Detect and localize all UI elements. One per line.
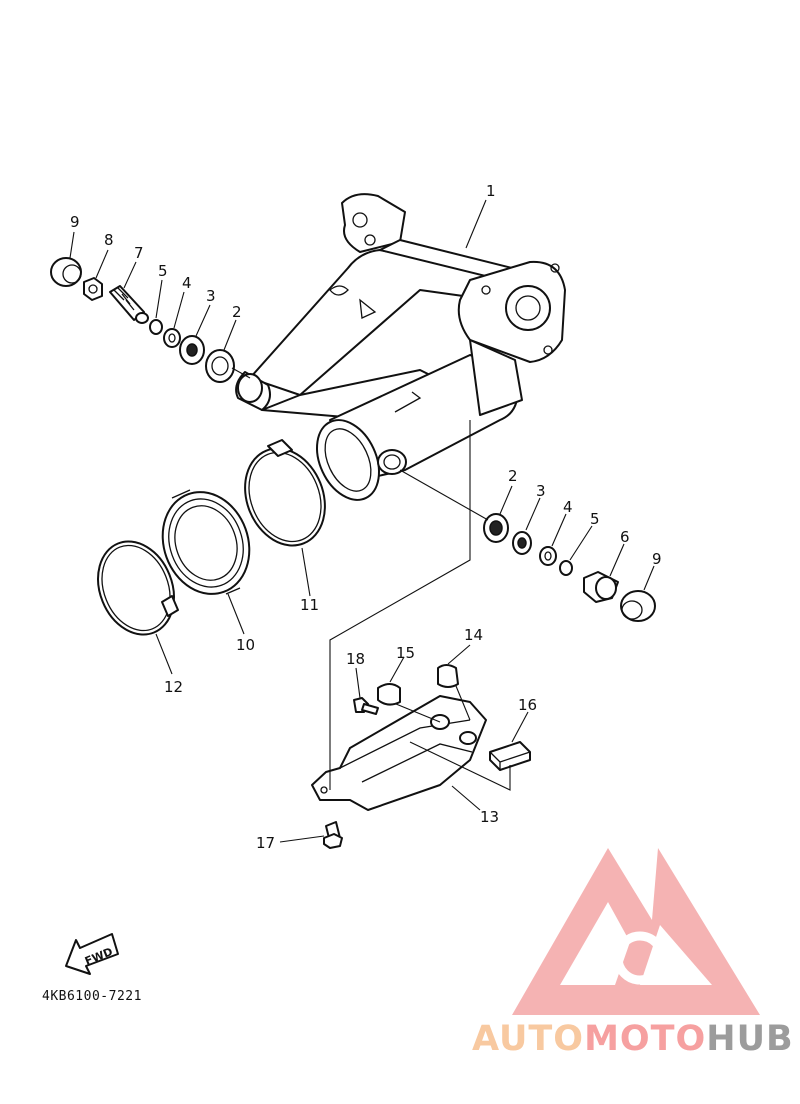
pad-16 — [489, 741, 531, 771]
brand-part-moto: MOTO — [584, 1019, 707, 1059]
callout-5-left: 5 — [158, 262, 168, 280]
watermark-brand: AUTOMOTOHUB — [472, 1019, 794, 1059]
callout-15: 15 — [396, 644, 415, 662]
callout-4-right: 4 — [563, 498, 573, 516]
washer-4-right — [539, 546, 557, 566]
bolt-18 — [353, 697, 379, 715]
callout-7: 7 — [134, 244, 144, 262]
shaft-7 — [109, 285, 149, 324]
callout-labels: 1 9 8 7 5 4 3 2 2 3 4 5 6 9 11 10 12 13 … — [70, 182, 662, 852]
callout-17: 17 — [256, 834, 275, 852]
callout-18: 18 — [346, 650, 365, 668]
callout-16: 16 — [518, 696, 537, 714]
callout-6: 6 — [620, 528, 630, 546]
o-ring-5-left — [149, 319, 163, 335]
guard-13 — [311, 695, 487, 811]
callout-1: 1 — [486, 182, 496, 200]
swing-arm — [235, 193, 566, 501]
clamp-11 — [244, 439, 326, 547]
boot-10 — [161, 489, 251, 595]
fwd-arrow-icon: FWD — [65, 933, 119, 975]
clamp-12 — [97, 540, 179, 636]
brand-part-auto: AUTO — [472, 1019, 585, 1059]
watermark-logo — [512, 848, 760, 1015]
callout-11: 11 — [300, 596, 319, 614]
callout-9-right: 9 — [652, 550, 662, 568]
callout-12: 12 — [164, 678, 183, 696]
callout-3-left: 3 — [206, 287, 216, 305]
bolt-6 — [583, 571, 619, 603]
nut-8-left — [83, 277, 103, 301]
callout-3-right: 3 — [536, 482, 546, 500]
cap-9-right — [620, 590, 656, 622]
bearing-3-left — [179, 335, 205, 365]
bearing-2-left — [205, 349, 235, 383]
washer-4-left — [163, 328, 181, 348]
callout-2-right: 2 — [508, 467, 518, 485]
brand-part-hub: HUB — [706, 1019, 794, 1059]
o-ring-5-right — [559, 560, 573, 576]
bolt-17 — [323, 821, 343, 849]
callout-14: 14 — [464, 626, 483, 644]
callout-2-left: 2 — [232, 303, 242, 321]
bearing-2-right — [483, 513, 509, 543]
callout-5-right: 5 — [590, 510, 600, 528]
leader-lines — [69, 199, 655, 843]
callout-10: 10 — [236, 636, 255, 654]
callout-8: 8 — [104, 231, 114, 249]
callout-9-left: 9 — [70, 213, 80, 231]
damper-15 — [377, 683, 401, 706]
assembly-lines — [231, 367, 511, 791]
callout-13: 13 — [480, 808, 499, 826]
damper-14 — [437, 664, 459, 688]
diagram-reference-code: 4KB6100-7221 — [42, 989, 142, 1004]
callout-4-left: 4 — [182, 274, 192, 292]
bearing-3-right — [512, 531, 532, 555]
cap-9-left — [50, 257, 82, 287]
